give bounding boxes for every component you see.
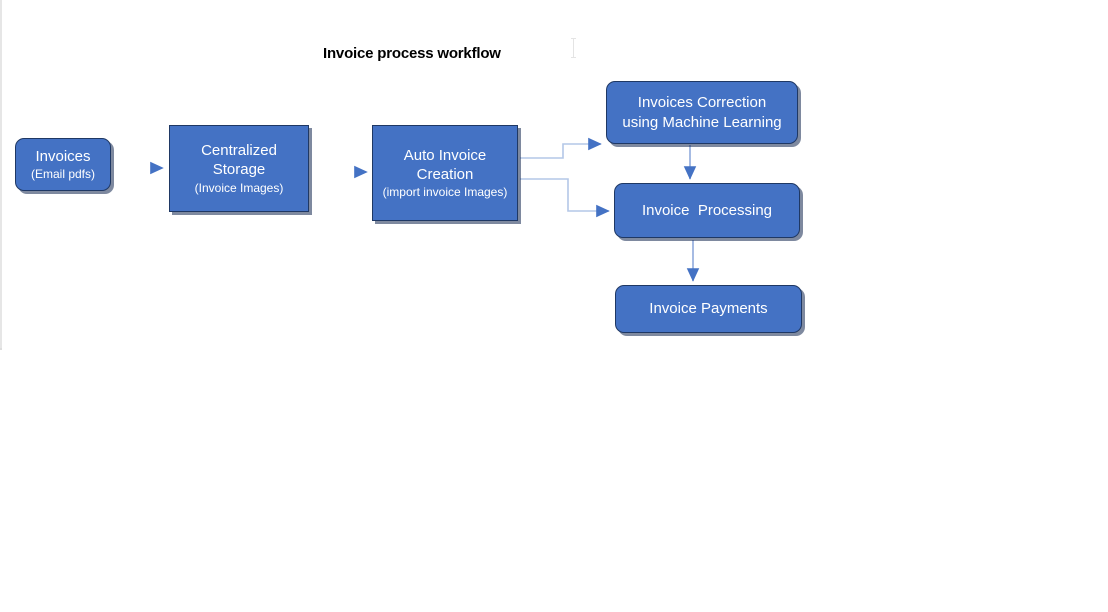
node-auto-invoice-creation[interactable]: Auto Invoice Creation (import invoice Im… [372,125,518,221]
node-centralized-storage[interactable]: Centralized Storage (Invoice Images) [169,125,309,212]
connector-auto-creation-to-processing [520,178,610,218]
node-invoices-correction-label: Invoices Correction using Machine Learni… [622,94,782,131]
node-invoice-processing-label: Invoice Processing [641,201,773,219]
node-invoices-correction[interactable]: Invoices Correction using Machine Learni… [606,81,798,144]
node-invoices-sublabel: (Email pdfs) [30,166,95,181]
text-cursor-icon [571,38,576,58]
node-auto-invoice-creation-label: Auto Invoice Creation [403,146,487,183]
connector-auto-creation-to-correction [520,137,602,159]
node-invoice-payments-label: Invoice Payments [649,300,768,318]
node-invoices-label: Invoices [35,147,91,165]
page-corner-mark [0,348,2,350]
node-auto-invoice-creation-sublabel: (import invoice Images) [382,185,508,199]
page-title: Invoice process workflow [323,45,501,62]
node-centralized-storage-label: Centralized Storage [201,142,277,179]
node-invoice-payments[interactable]: Invoice Payments [615,285,802,333]
node-invoice-processing[interactable]: Invoice Processing [614,183,800,238]
node-centralized-storage-sublabel: (Invoice Images) [194,180,284,195]
page-left-border [0,0,2,350]
node-invoices[interactable]: Invoices (Email pdfs) [15,138,111,191]
